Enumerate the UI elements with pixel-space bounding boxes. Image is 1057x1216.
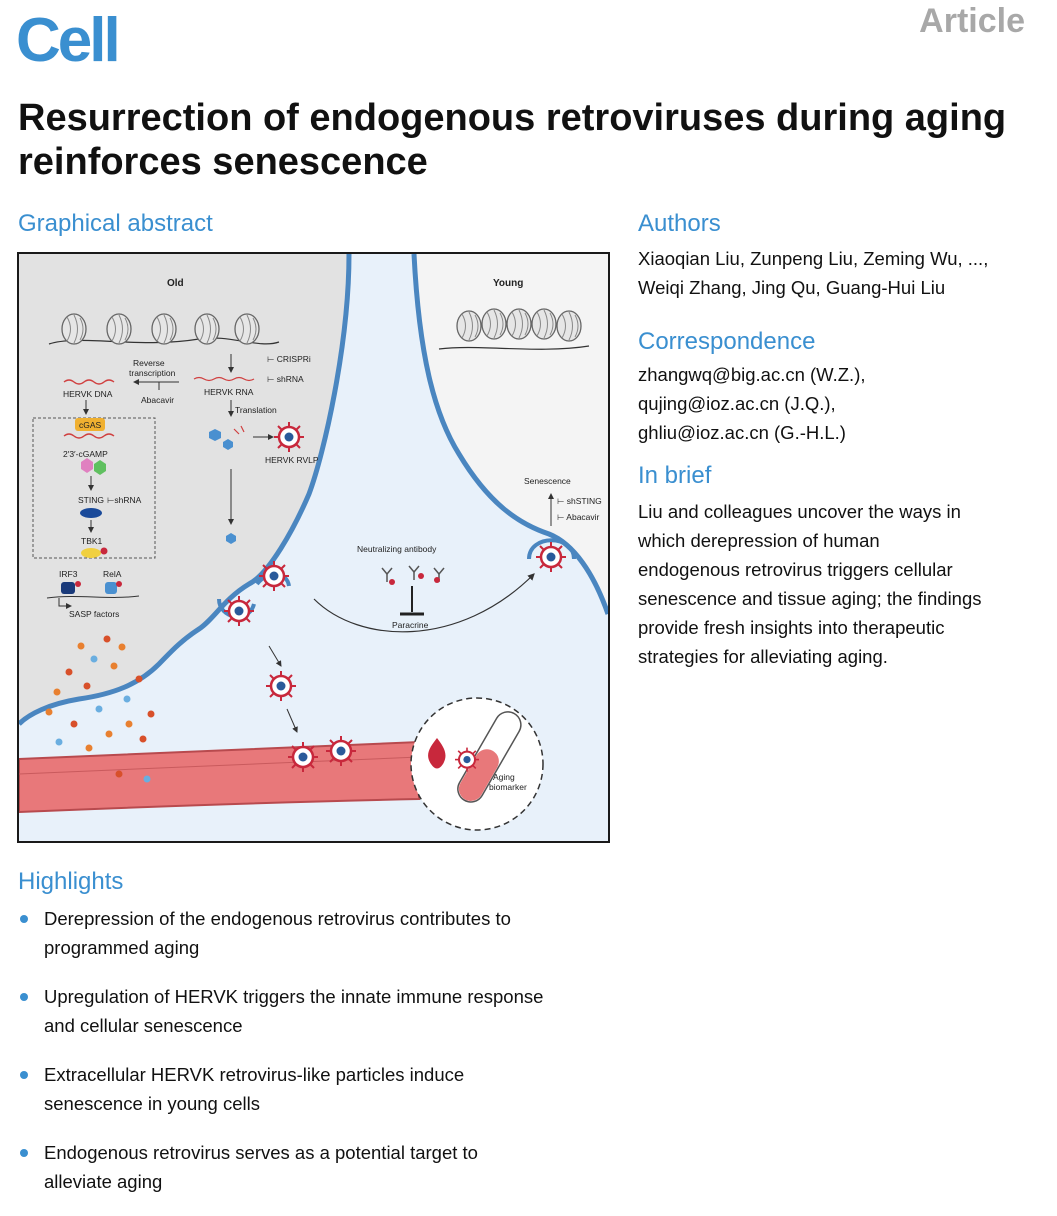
label-paracrine: Paracrine	[392, 620, 429, 630]
bullet-icon	[20, 993, 28, 1001]
label-sasp: SASP factors	[69, 609, 119, 619]
label-old: Old	[167, 278, 184, 289]
label-cgamp: 2′3′-cGAMP	[63, 449, 108, 459]
label-cgas: cGAS	[79, 420, 102, 430]
label-hervk-rvlp: HERVK RVLP	[265, 455, 319, 465]
graphical-abstract-heading: Graphical abstract	[18, 210, 213, 237]
authors-line: Weiqi Zhang, Jing Qu, Guang-Hui Liu	[638, 277, 946, 298]
highlight-item: Endogenous retrovirus serves as a potent…	[18, 1138, 638, 1196]
authors-line: Xiaoqian Liu, Zunpeng Liu, Zeming Wu, ..…	[638, 248, 989, 269]
authors-list: Xiaoqian Liu, Zunpeng Liu, Zeming Wu, ..…	[638, 244, 1038, 302]
highlight-item: Upregulation of HERVK triggers the innat…	[18, 982, 638, 1040]
in-brief-line: strategies for alleviating aging.	[638, 646, 888, 667]
label-irf3: IRF3	[59, 569, 78, 579]
correspondence-heading: Correspondence	[638, 328, 816, 355]
label-shsting: ⊢ shSTING	[557, 496, 602, 506]
label-shrna-top: ⊢ shRNA	[267, 374, 304, 384]
correspondence-email[interactable]: ghliu@ioz.ac.cn (G.-H.L.)	[638, 422, 846, 443]
bullet-icon	[20, 915, 28, 923]
highlight-line: programmed aging	[44, 937, 200, 958]
label-hervk-rna: HERVK RNA	[204, 387, 254, 397]
article-type-label: Article	[919, 2, 1025, 40]
label-neutralizing: Neutralizing antibody	[357, 544, 437, 554]
highlight-line: Upregulation of HERVK triggers the innat…	[44, 986, 544, 1007]
in-brief-line: which derepression of human	[638, 530, 880, 551]
graphical-abstract-figure: Old Young Reverse transcription Abacavir…	[19, 254, 608, 841]
journal-logo: Cell	[16, 6, 121, 75]
label-aging-2: biomarker	[489, 782, 527, 792]
correspondence-email[interactable]: zhangwq@big.ac.cn (W.Z.),	[638, 364, 866, 385]
label-tbk1: TBK1	[81, 536, 103, 546]
label-rela: RelA	[103, 569, 122, 579]
highlights-heading: Highlights	[18, 868, 124, 895]
highlight-item: Derepression of the endogenous retroviru…	[18, 904, 638, 962]
highlight-line: Endogenous retrovirus serves as a potent…	[44, 1142, 478, 1163]
label-sting: STING	[78, 495, 104, 505]
bullet-icon	[20, 1149, 28, 1157]
graphical-abstract: Old Young Reverse transcription Abacavir…	[17, 252, 610, 843]
label-reverse-1: Reverse	[133, 358, 165, 368]
correspondence-list: zhangwq@big.ac.cn (W.Z.), qujing@ioz.ac.…	[638, 360, 1038, 447]
label-senescence: Senescence	[524, 476, 571, 486]
highlight-line: Extracellular HERVK retrovirus-like part…	[44, 1064, 465, 1085]
highlight-item: Extracellular HERVK retrovirus-like part…	[18, 1060, 638, 1118]
highlights-list: Derepression of the endogenous retroviru…	[18, 904, 638, 1216]
label-abacavir-2: ⊢ Abacavir	[557, 512, 600, 522]
label-aging-1: Aging	[493, 772, 515, 782]
label-hervk-dna: HERVK DNA	[63, 389, 113, 399]
label-sting-shrna: ⊢shRNA	[107, 495, 142, 505]
highlight-line: and cellular senescence	[44, 1015, 243, 1036]
authors-heading: Authors	[638, 210, 721, 237]
label-reverse-2: transcription	[129, 368, 176, 378]
in-brief-line: Liu and colleagues uncover the ways in	[638, 501, 961, 522]
label-crispri: ⊢ CRISPRi	[267, 354, 311, 364]
highlight-line: alleviate aging	[44, 1171, 163, 1192]
correspondence-email[interactable]: qujing@ioz.ac.cn (J.Q.),	[638, 393, 836, 414]
article-title: Resurrection of endogenous retroviruses …	[18, 97, 1007, 183]
label-abacavir: Abacavir	[141, 395, 174, 405]
highlight-line: Derepression of the endogenous retroviru…	[44, 908, 511, 929]
label-young: Young	[493, 278, 523, 289]
in-brief-line: senescence and tissue aging; the finding…	[638, 588, 982, 609]
bullet-icon	[20, 1071, 28, 1079]
highlight-line: senescence in young cells	[44, 1093, 260, 1114]
in-brief-text: Liu and colleagues uncover the ways in w…	[638, 497, 1038, 671]
in-brief-line: provide fresh insights into therapeutic	[638, 617, 945, 638]
in-brief-heading: In brief	[638, 462, 712, 489]
in-brief-line: endogenous retrovirus triggers cellular	[638, 559, 953, 580]
label-translation: Translation	[235, 405, 277, 415]
